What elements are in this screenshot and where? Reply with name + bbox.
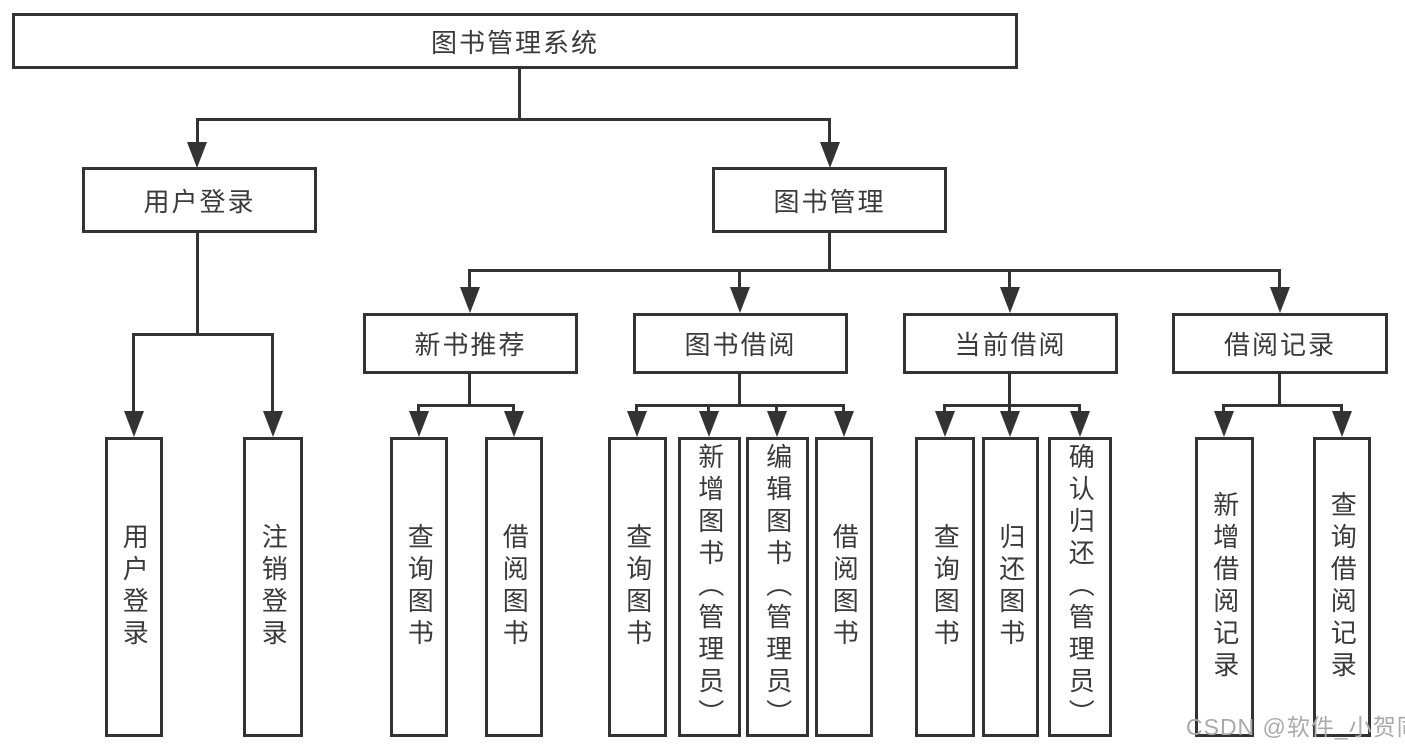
node-new-book-recommend-label: 新书推荐 <box>414 330 527 360</box>
connector-br-bus <box>1222 404 1343 407</box>
node-leaf-user-login: 用户登录 <box>105 437 163 737</box>
node-leaf-bb-query-books-label: 查询图书 <box>622 523 653 651</box>
node-root-label: 图书管理系统 <box>430 27 599 58</box>
node-user-login-group-label: 用户登录 <box>143 186 256 217</box>
node-leaf-nbr-borrow-books: 借阅图书 <box>485 437 543 737</box>
connector-root-bus <box>196 118 831 121</box>
connector-nbr-stem <box>468 371 471 407</box>
node-leaf-bb-add-books-admin-label: 新增图书（管理员） <box>694 443 725 731</box>
connector-br-stem <box>1278 371 1281 407</box>
connector-bookmgmt-drop-1 <box>468 269 471 291</box>
arrowhead-cb-3 <box>1070 411 1090 437</box>
arrowhead-userlogin-1 <box>124 411 144 437</box>
node-leaf-bb-edit-books-admin: 编辑图书（管理员） <box>746 437 809 737</box>
node-current-borrow-label: 当前借阅 <box>954 330 1067 360</box>
node-leaf-bb-edit-books-admin-label: 编辑图书（管理员） <box>762 443 793 731</box>
arrowhead-bookmgmt-1 <box>460 287 480 313</box>
node-new-book-recommend: 新书推荐 <box>363 313 578 374</box>
arrowhead-br-1 <box>1214 411 1234 437</box>
connector-bb-drop-1 <box>635 404 638 415</box>
connector-userlogin-bus <box>132 333 274 336</box>
node-book-borrow-label: 图书借阅 <box>684 330 797 360</box>
node-leaf-bb-add-books-admin: 新增图书（管理员） <box>678 437 741 737</box>
node-leaf-logout-label: 注销登录 <box>258 523 289 651</box>
connector-bookmgmt-stem <box>828 230 831 272</box>
watermark: CSDN @软件_小贺同学 <box>1186 714 1405 740</box>
arrowhead-cb-2 <box>1000 411 1020 437</box>
node-borrow-records: 借阅记录 <box>1172 313 1388 374</box>
node-leaf-logout: 注销登录 <box>243 437 303 737</box>
node-book-management-group: 图书管理 <box>712 167 947 233</box>
connector-bb-drop-2 <box>707 404 710 415</box>
arrowhead-bb-3 <box>767 411 787 437</box>
arrowhead-bb-2 <box>699 411 719 437</box>
arrowhead-bookmgmt-2 <box>730 287 750 313</box>
node-leaf-bb-borrow-books: 借阅图书 <box>815 437 873 737</box>
connector-nbr-bus <box>417 404 515 407</box>
node-current-borrow: 当前借阅 <box>903 313 1118 374</box>
connector-userlogin-drop-1 <box>132 333 135 415</box>
node-leaf-cb-confirm-return-admin-label: 确认归还（管理员） <box>1065 443 1096 731</box>
connector-cb-drop-1 <box>943 404 946 415</box>
connector-bb-stem <box>738 371 741 407</box>
connector-bookmgmt-drop-4 <box>1278 269 1281 291</box>
node-leaf-cb-return-books-label: 归还图书 <box>995 523 1026 651</box>
arrowhead-root-left <box>187 142 207 168</box>
node-leaf-br-add-record: 新增借阅记录 <box>1195 437 1254 737</box>
node-leaf-cb-confirm-return-admin: 确认归还（管理员） <box>1048 437 1112 737</box>
connector-userlogin-stem <box>196 230 199 336</box>
connector-cb-drop-2 <box>1008 404 1011 415</box>
arrowhead-cb-1 <box>935 411 955 437</box>
node-leaf-nbr-query-books-label: 查询图书 <box>404 523 435 651</box>
node-leaf-bb-query-books: 查询图书 <box>608 437 667 737</box>
connector-root-drop-right <box>828 118 831 146</box>
connector-bookmgmt-bus <box>468 269 1281 272</box>
connector-nbr-drop-2 <box>512 404 515 415</box>
connector-br-drop-1 <box>1222 404 1225 415</box>
arrowhead-bookmgmt-3 <box>1000 287 1020 313</box>
node-leaf-nbr-query-books: 查询图书 <box>390 437 448 737</box>
node-user-login-group: 用户登录 <box>82 167 317 233</box>
connector-cb-stem <box>1008 371 1011 407</box>
connector-root-drop-left <box>196 118 199 146</box>
node-leaf-bb-borrow-books-label: 借阅图书 <box>829 523 860 651</box>
node-leaf-nbr-borrow-books-label: 借阅图书 <box>499 523 530 651</box>
node-leaf-cb-query-books-label: 查询图书 <box>930 523 961 651</box>
arrowhead-userlogin-2 <box>263 411 283 437</box>
connector-bookmgmt-drop-3 <box>1008 269 1011 291</box>
arrowhead-root-right <box>820 142 840 168</box>
connector-root-stem <box>518 66 521 121</box>
node-leaf-br-query-record: 查询借阅记录 <box>1313 437 1371 737</box>
connector-bb-drop-3 <box>775 404 778 415</box>
node-leaf-cb-query-books: 查询图书 <box>915 437 975 737</box>
arrowhead-nbr-1 <box>409 411 429 437</box>
node-leaf-cb-return-books: 归还图书 <box>982 437 1039 737</box>
connector-cb-drop-3 <box>1078 404 1081 415</box>
connector-br-drop-2 <box>1340 404 1343 415</box>
connector-userlogin-drop-2 <box>271 333 274 415</box>
arrowhead-bookmgmt-4 <box>1270 287 1290 313</box>
connector-bb-bus <box>635 404 845 407</box>
arrowhead-nbr-2 <box>504 411 524 437</box>
node-leaf-br-add-record-label: 新增借阅记录 <box>1209 491 1240 683</box>
connector-bookmgmt-drop-2 <box>738 269 741 291</box>
node-leaf-br-query-record-label: 查询借阅记录 <box>1327 491 1358 683</box>
node-book-management-group-label: 图书管理 <box>773 186 886 217</box>
node-root: 图书管理系统 <box>12 13 1018 69</box>
node-borrow-records-label: 借阅记录 <box>1223 330 1336 360</box>
arrowhead-br-2 <box>1332 411 1352 437</box>
node-leaf-user-login-label: 用户登录 <box>119 523 150 651</box>
arrowhead-bb-1 <box>627 411 647 437</box>
connector-bb-drop-4 <box>842 404 845 415</box>
connector-nbr-drop-1 <box>417 404 420 415</box>
connector-cb-bus <box>943 404 1081 407</box>
arrowhead-bb-4 <box>834 411 854 437</box>
node-book-borrow: 图书借阅 <box>633 313 848 374</box>
